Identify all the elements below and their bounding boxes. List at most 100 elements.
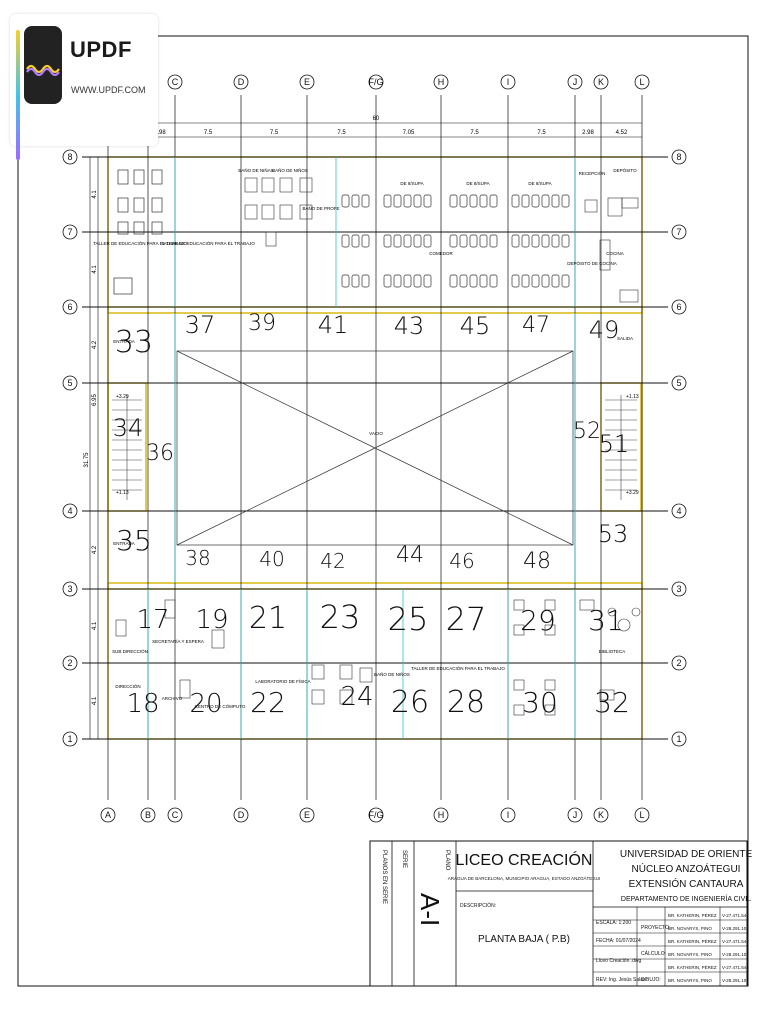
tb-person-name: BR. NOVARYS, PINO — [668, 926, 712, 931]
tb-person-name: BR. NOVARYS, PINO — [668, 952, 712, 957]
axis-bubble-row — [671, 149, 687, 165]
tb-person-id: V-27.471.540 — [722, 913, 749, 918]
room-label-secretaria: SECRETARÍA Y ESPERA — [152, 638, 204, 644]
dim-top-segment: 4.52 — [616, 130, 628, 136]
axis-label-row: 6 — [676, 302, 681, 312]
comedor-mesa-label: DE 8/SUPA — [528, 181, 551, 186]
dim-top-segment: 7.5 — [537, 130, 546, 136]
room-label-lab-fisica: LABORATORIO DE FÍSICA — [255, 678, 310, 684]
axis-bubble-row — [671, 299, 687, 315]
dim-left-sub: 6.95 — [92, 394, 98, 406]
axis-bubbles: AABBCCDDEEF/GF/GHHIIJJKKLL88776655443322… — [62, 74, 687, 823]
room-label-comedor: COMEDOR — [429, 251, 453, 256]
axis-label-col: D — [238, 810, 245, 820]
axis-bubble-row — [62, 149, 78, 165]
comedor-tables — [341, 194, 570, 288]
comedor-table — [531, 234, 540, 248]
axis-bubble-col — [100, 807, 116, 823]
comedor-table — [361, 194, 370, 208]
room-number: 27 — [446, 600, 487, 638]
axis-label-col: H — [438, 77, 445, 87]
room-number: 42 — [320, 549, 345, 573]
comedor-table — [521, 194, 530, 208]
axis-label-row: 5 — [676, 378, 681, 388]
tb-person-id: V-27.471.540 — [722, 939, 749, 944]
room-number: 24 — [340, 682, 373, 712]
axis-label-row: 2 — [676, 658, 681, 668]
room-number: 17 — [136, 605, 169, 635]
comedor-table — [551, 234, 560, 248]
room-label-entrada: ENTRADA — [113, 339, 135, 344]
axis-bubble-col — [368, 807, 384, 823]
axis-bubble-row — [62, 655, 78, 671]
dim-top-segment: 7.05 — [403, 130, 415, 136]
axis-bubble-col — [233, 74, 249, 90]
axis-bubble-row — [62, 224, 78, 240]
comedor-table — [341, 274, 350, 288]
comedor-table — [449, 274, 458, 288]
room-number: 49 — [589, 316, 620, 344]
stair-level-label: +3.29 — [116, 394, 129, 400]
comedor-table — [561, 194, 570, 208]
room-label-recepcion: RECEPCIÓN — [579, 170, 606, 176]
comedor-table — [551, 194, 560, 208]
stair-level-label: +1.13 — [626, 394, 639, 400]
office-furniture — [115, 599, 641, 716]
room-number: 52 — [573, 419, 601, 444]
room-number: 28 — [447, 685, 485, 720]
axis-bubble-col — [634, 807, 650, 823]
tb-role-calculo: CÁLCULO: — [641, 950, 666, 957]
room-numbers: 1718192021222324252627282930313233343536… — [113, 311, 630, 720]
axis-label-row: 6 — [67, 302, 72, 312]
dimension-strings: 601.51.987.57.57.57.057.57.52.984.5231.7… — [84, 116, 642, 739]
axis-bubble-col — [500, 807, 516, 823]
comedor-table — [541, 194, 550, 208]
axis-bubble-row — [62, 299, 78, 315]
comedor-table — [479, 194, 488, 208]
comedor-table — [393, 274, 402, 288]
updf-brand-name: UPDF — [70, 37, 132, 62]
room-number: 36 — [146, 441, 174, 466]
comedor-table — [341, 234, 350, 248]
axis-label-row: 7 — [67, 227, 72, 237]
room-number: 47 — [522, 313, 550, 338]
axis-label-row: 3 — [67, 584, 72, 594]
axis-label-col: E — [304, 810, 310, 820]
room-label-cocina: COCINA — [606, 251, 624, 256]
axis-label-row: 1 — [67, 734, 72, 744]
updf-url: WWW.UPDF.COM — [71, 85, 146, 95]
axis-label-col: J — [573, 77, 578, 87]
axis-bubble-col — [167, 807, 183, 823]
comedor-table — [459, 194, 468, 208]
kitchen-fixtures — [584, 197, 639, 303]
room-number: 40 — [259, 547, 284, 571]
desks-top-left — [113, 169, 163, 295]
tb-role-proyecto: PROYECTO: — [641, 925, 670, 931]
room-number: 32 — [594, 686, 630, 719]
tb-person-name: BR. KATHERIN, PÉREZ — [668, 938, 717, 944]
updf-wave-icon — [26, 64, 60, 76]
room-labels: TALLER DE EDUCACIÓN PARA EL TRABAJOTALLE… — [93, 167, 637, 709]
axis-bubble-col — [433, 807, 449, 823]
dim-top-segment: 7.5 — [337, 130, 346, 136]
axis-bubble-row — [671, 375, 687, 391]
dim-left-segment: 4.1 — [92, 621, 98, 630]
dim-top-segment: 7.5 — [270, 130, 279, 136]
axis-bubble-col — [299, 807, 315, 823]
tb-side-label: PLANOS EN SERIE — [381, 850, 387, 904]
stair-level-label: +3.29 — [626, 490, 639, 496]
room-number: 23 — [320, 598, 361, 636]
axis-bubble-row — [671, 224, 687, 240]
comedor-table — [423, 234, 432, 248]
tb-university-1: UNIVERSIDAD DE ORIENTE — [620, 849, 753, 860]
axis-label-col: D — [238, 77, 245, 87]
comedor-table — [541, 274, 550, 288]
axis-label-row: 5 — [67, 378, 72, 388]
room-number: 43 — [394, 312, 425, 340]
room-number: 37 — [185, 311, 216, 339]
room-number: 39 — [248, 311, 276, 336]
room-number: 31 — [588, 604, 624, 637]
comedor-table — [489, 274, 498, 288]
room-number: 18 — [126, 689, 159, 719]
tb-descripcion: PLANTA BAJA ( P.B) — [478, 934, 570, 945]
